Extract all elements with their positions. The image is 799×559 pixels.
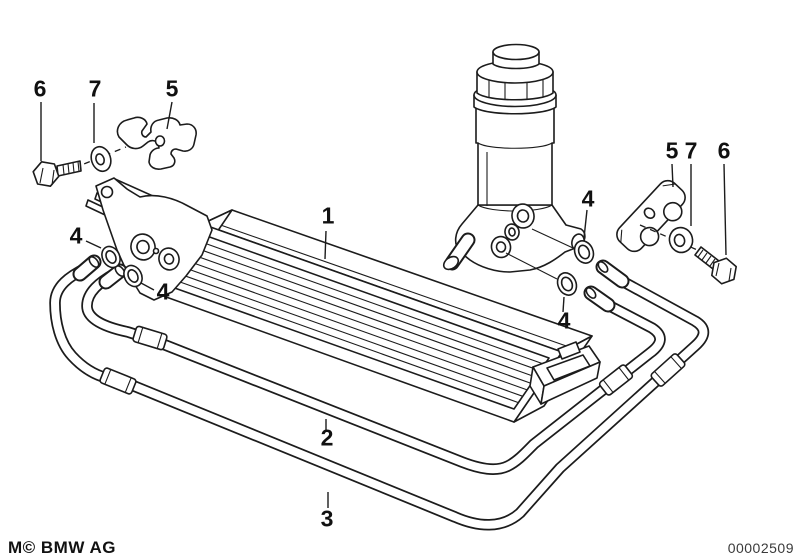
part-label-5-7[interactable]: 5 — [165, 75, 179, 102]
leader-line-1-0 — [324, 230, 327, 260]
leader-line-4-5 — [583, 209, 588, 239]
clamp-left-drawing — [116, 116, 197, 170]
sealing-rings-drawing — [101, 240, 595, 296]
bolt-right-drawing — [694, 246, 738, 285]
oil-cooler-drawing — [85, 177, 601, 423]
part-label-4-3[interactable]: 4 — [69, 222, 83, 249]
part-label-1-0[interactable]: 1 — [321, 202, 335, 229]
clamp-right-drawing — [616, 179, 686, 253]
part-label-7-9[interactable]: 7 — [88, 75, 102, 102]
washer-right-drawing — [639, 224, 703, 254]
cooler-left-bracket-drawing — [85, 177, 213, 301]
part-label-4-6[interactable]: 4 — [557, 307, 571, 334]
leader-line-5-7 — [166, 101, 173, 130]
part-label-6-12[interactable]: 6 — [717, 137, 731, 164]
leader-line-4-3 — [85, 240, 102, 249]
part-label-2-1[interactable]: 2 — [320, 424, 334, 451]
oil-pipe-3-drawing — [49, 254, 710, 531]
part-label-6-8[interactable]: 6 — [33, 75, 47, 102]
leader-line-5-10 — [671, 163, 674, 188]
leader-line-4-6 — [562, 296, 565, 313]
cooler-right-connector-drawing — [529, 341, 601, 405]
oil-filter-housing-drawing — [442, 43, 586, 280]
bolt-left-drawing — [32, 146, 127, 187]
leader-line-4-4 — [140, 282, 155, 291]
washer-left-drawing — [90, 145, 112, 173]
part-label-7-11[interactable]: 7 — [684, 137, 698, 164]
diagram-number: 00002509 — [727, 540, 794, 556]
part-label-5-10[interactable]: 5 — [665, 137, 679, 164]
part-label-3-2[interactable]: 3 — [320, 505, 334, 532]
leader-lines-layer — [40, 101, 727, 508]
leader-line-6-12 — [723, 163, 727, 256]
copyright-text: M© BMW AG — [8, 538, 116, 557]
part-label-4-4[interactable]: 4 — [156, 278, 170, 305]
part-label-4-5[interactable]: 4 — [581, 185, 595, 212]
